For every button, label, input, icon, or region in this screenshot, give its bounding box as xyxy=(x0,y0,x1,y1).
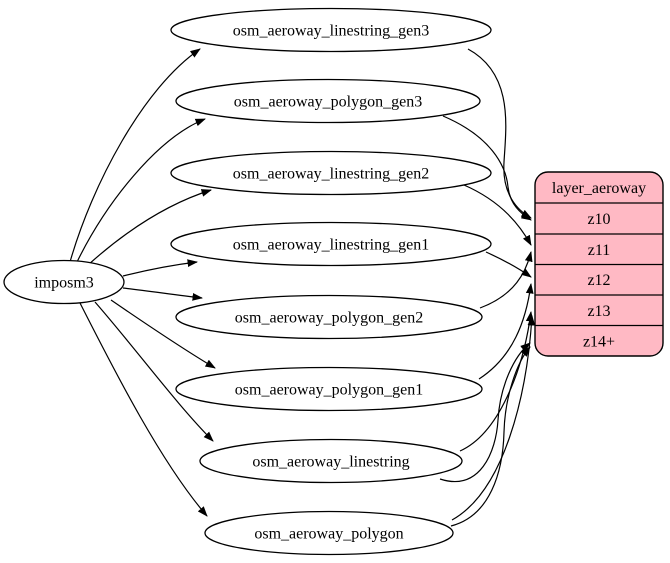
edge-linestring-z13 xyxy=(459,311,534,452)
table-ellipse xyxy=(175,78,481,124)
node-osm-aeroway-polygon-gen3: osm_aeroway_polygon_gen3 xyxy=(175,78,481,124)
edge-linestring-gen1-z12 xyxy=(485,251,532,278)
edge-imposm3-linestring xyxy=(94,301,214,442)
node-osm-aeroway-linestring-gen1: osm_aeroway_linestring_gen1 xyxy=(170,221,492,267)
layer-row-z13: z13 xyxy=(587,303,610,320)
edge-polygon-gen2-z11 xyxy=(479,251,533,309)
edge-linestring-z14 xyxy=(439,342,531,482)
table-ellipse xyxy=(175,366,483,412)
imposm3-label: imposm3 xyxy=(34,275,94,292)
table-label: osm_aeroway_polygon_gen1 xyxy=(235,382,423,399)
table-ellipse xyxy=(170,7,492,53)
table-ellipse xyxy=(170,221,492,267)
node-imposm3: imposm3 xyxy=(3,259,125,305)
node-layer-aeroway: layer_aeroway z10 z11 z12 z13 z14+ xyxy=(534,171,664,357)
node-osm-aeroway-polygon-gen1: osm_aeroway_polygon_gen1 xyxy=(175,366,483,412)
edge-polygon-gen1-z12 xyxy=(478,283,534,380)
node-osm-aeroway-linestring-gen3: osm_aeroway_linestring_gen3 xyxy=(170,7,492,53)
node-osm-aeroway-polygon: osm_aeroway_polygon xyxy=(204,510,454,556)
edge-imposm3-polygon xyxy=(79,302,208,517)
table-ellipse xyxy=(170,150,492,196)
edge-polygon-z14 xyxy=(450,346,531,527)
table-label: osm_aeroway_polygon xyxy=(254,526,403,543)
table-ellipse xyxy=(204,510,454,556)
table-ellipse xyxy=(199,438,463,484)
imposm3-ellipse xyxy=(3,259,125,305)
edge-imposm3-linestring-gen3 xyxy=(69,48,201,263)
table-label: osm_aeroway_linestring_gen2 xyxy=(233,166,429,183)
layer-row-z14: z14+ xyxy=(583,334,615,351)
edge-imposm3-polygon-gen1 xyxy=(110,299,216,369)
edge-group-layer xyxy=(439,48,536,527)
table-label: osm_aeroway_polygon_gen3 xyxy=(234,94,422,111)
table-ellipse xyxy=(175,294,483,340)
edge-imposm3-linestring-gen2 xyxy=(87,189,212,266)
edge-imposm3-linestring-gen1 xyxy=(122,259,198,277)
table-label: osm_aeroway_linestring_gen1 xyxy=(233,237,429,254)
edge-imposm3-polygon-gen2 xyxy=(122,287,203,301)
node-osm-aeroway-linestring: osm_aeroway_linestring xyxy=(199,438,463,484)
table-label: osm_aeroway_linestring_gen3 xyxy=(233,23,429,40)
layer-row-z12: z12 xyxy=(587,272,610,289)
edge-polygon-gen3-z10 xyxy=(442,115,532,221)
edge-linestring-gen3-z10 xyxy=(467,48,532,219)
layer-row-z11: z11 xyxy=(588,242,611,259)
node-osm-aeroway-polygon-gen2: osm_aeroway_polygon_gen2 xyxy=(175,294,483,340)
edge-linestring-gen2-z11 xyxy=(463,184,532,246)
layer-aeroway-title: layer_aeroway xyxy=(552,180,646,197)
node-osm-aeroway-linestring-gen2: osm_aeroway_linestring_gen2 xyxy=(170,150,492,196)
edge-group-source xyxy=(69,48,216,517)
table-label: osm_aeroway_polygon_gen2 xyxy=(235,310,423,327)
layer-row-z10: z10 xyxy=(587,211,610,228)
edge-imposm3-polygon-gen3 xyxy=(76,118,206,263)
table-label: osm_aeroway_linestring xyxy=(252,454,409,471)
